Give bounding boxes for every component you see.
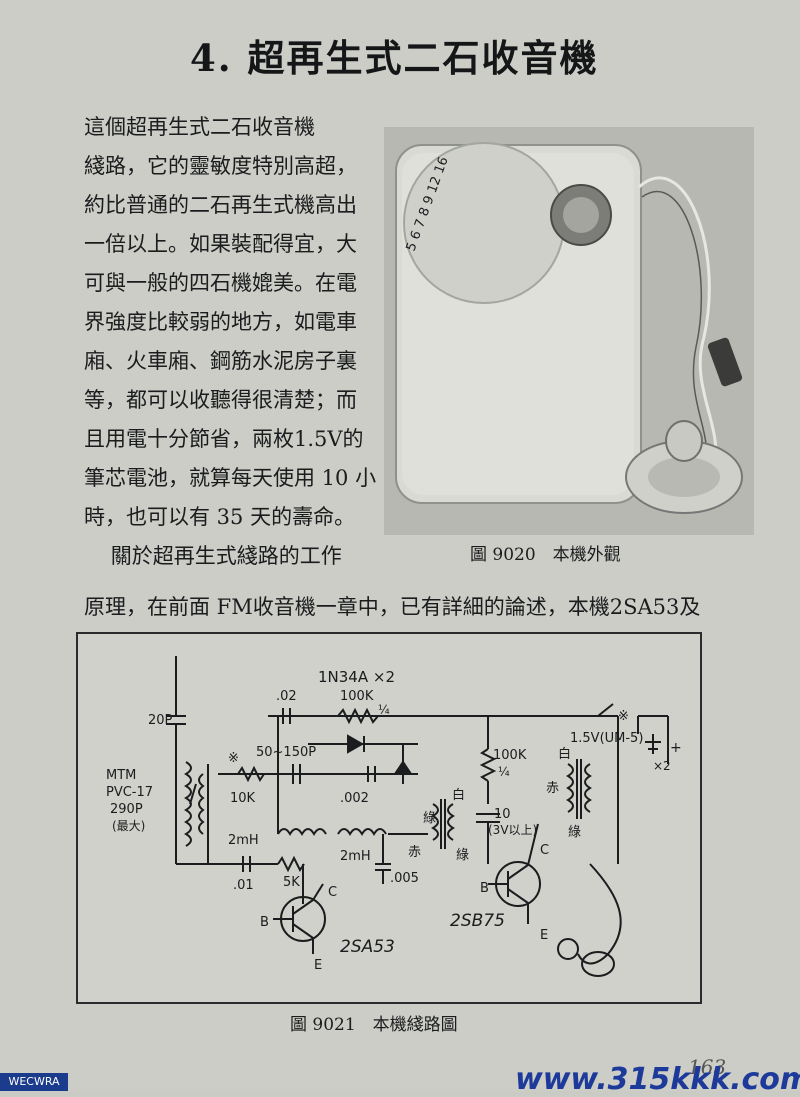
body-line-full: 原理，在前面 FM收音機一章中，已有詳細的論述，本機2SA53及	[84, 595, 701, 619]
label-x2: ×2	[653, 759, 671, 773]
label-c: C	[328, 885, 337, 900]
label-diode: 1N34A ×2	[318, 668, 395, 686]
label-c005: .005	[390, 871, 419, 886]
body-line: 筆芯電池，就算每天使用 10 小	[84, 466, 377, 490]
label-white2: 白	[558, 746, 571, 762]
body-line: 這個超再生式二石收音機	[84, 115, 315, 139]
label-b2: B	[480, 881, 489, 896]
label-20p: 20P	[148, 713, 173, 728]
body-line: 一倍以上。如果裝配得宜，大	[84, 232, 357, 256]
body-line: 可與一般的四石機媲美。在電	[84, 271, 357, 295]
watermark-right: www.315kkk.com	[515, 1062, 800, 1097]
body-line: 綫路，它的靈敏度特別高超，	[84, 154, 357, 178]
circuit-caption: 圖 9021 本機綫路圖	[290, 1015, 458, 1035]
label-green1: 綠	[423, 811, 436, 826]
label-r5k: 5K	[283, 875, 300, 890]
label-red1: 赤	[408, 845, 421, 860]
label-battery: 1.5V(UM-5)	[570, 731, 643, 746]
label-e2: E	[540, 928, 548, 943]
label-pvc: PVC-17	[106, 785, 153, 800]
body-line: 廂、火車廂、鋼筋水泥房子裏	[84, 349, 357, 373]
label-c2: C	[540, 843, 549, 858]
label-max: (最大)	[112, 819, 145, 833]
body-line: 等，都可以收聽得很清楚；而	[84, 388, 357, 412]
label-2sb75: 2SB75	[450, 911, 505, 931]
watermark-left: WECWRA	[0, 1073, 68, 1091]
label-2mh2: 2mH	[340, 849, 371, 864]
label-2sa53: 2SA53	[340, 937, 395, 957]
label-3v: (3V以上)	[488, 823, 537, 837]
circuit-schematic: 20P MTM PVC-17 290P (最大) .02 100K ¼ 1N34…	[106, 656, 682, 977]
body-line: 約比普通的二石再生式機高出	[84, 193, 357, 217]
page-title: 4. 超再生式二石收音機	[190, 36, 599, 80]
label-green2: 綠	[456, 848, 469, 863]
page-number: 163	[688, 1055, 727, 1079]
photo-caption: 圖 9020 本機外觀	[470, 545, 621, 565]
label-100k2: 100K	[493, 748, 527, 763]
label-e: E	[314, 958, 322, 973]
label-c002: .002	[340, 791, 369, 806]
label-star2: ※	[618, 709, 629, 724]
label-290p: 290P	[110, 802, 143, 817]
radio-photo-drawing: 5 6 7 8 9 12 16	[384, 127, 754, 535]
label-c10: 10	[494, 807, 511, 822]
label-quarter2: ¼	[498, 765, 510, 779]
label-r10k: 10K	[230, 791, 256, 806]
label-quarter1: ¼	[378, 703, 390, 717]
label-plus: +	[670, 740, 682, 756]
radio-photo: 5 6 7 8 9 12 16	[384, 127, 754, 535]
label-c01: .01	[233, 878, 254, 893]
label-100k: 100K	[340, 689, 374, 704]
body-line: 關於超再生式綫路的工作	[84, 544, 342, 568]
circuit-diagram: 20P MTM PVC-17 290P (最大) .02 100K ¼ 1N34…	[76, 632, 702, 1004]
body-line: 界強度比較弱的地方，如電車	[84, 310, 357, 334]
label-white1: 白	[452, 787, 465, 803]
label-2mh1: 2mH	[228, 833, 259, 848]
label-c50: 50~150P	[256, 745, 316, 760]
label-star1: ※	[228, 751, 239, 766]
body-line: 時，也可以有 35 天的壽命。	[84, 505, 356, 529]
body-line: 且用電十分節省，兩枚1.5V的	[84, 427, 364, 451]
label-red2: 赤	[546, 781, 559, 796]
label-c02: .02	[276, 689, 297, 704]
label-b: B	[260, 915, 269, 930]
label-mtm: MTM	[106, 768, 136, 783]
body-paragraph: 這個超再生式二石收音機 綫路，它的靈敏度特別高超， 約比普通的二石再生式機高出 …	[84, 108, 377, 576]
label-green3: 綠	[568, 825, 581, 840]
